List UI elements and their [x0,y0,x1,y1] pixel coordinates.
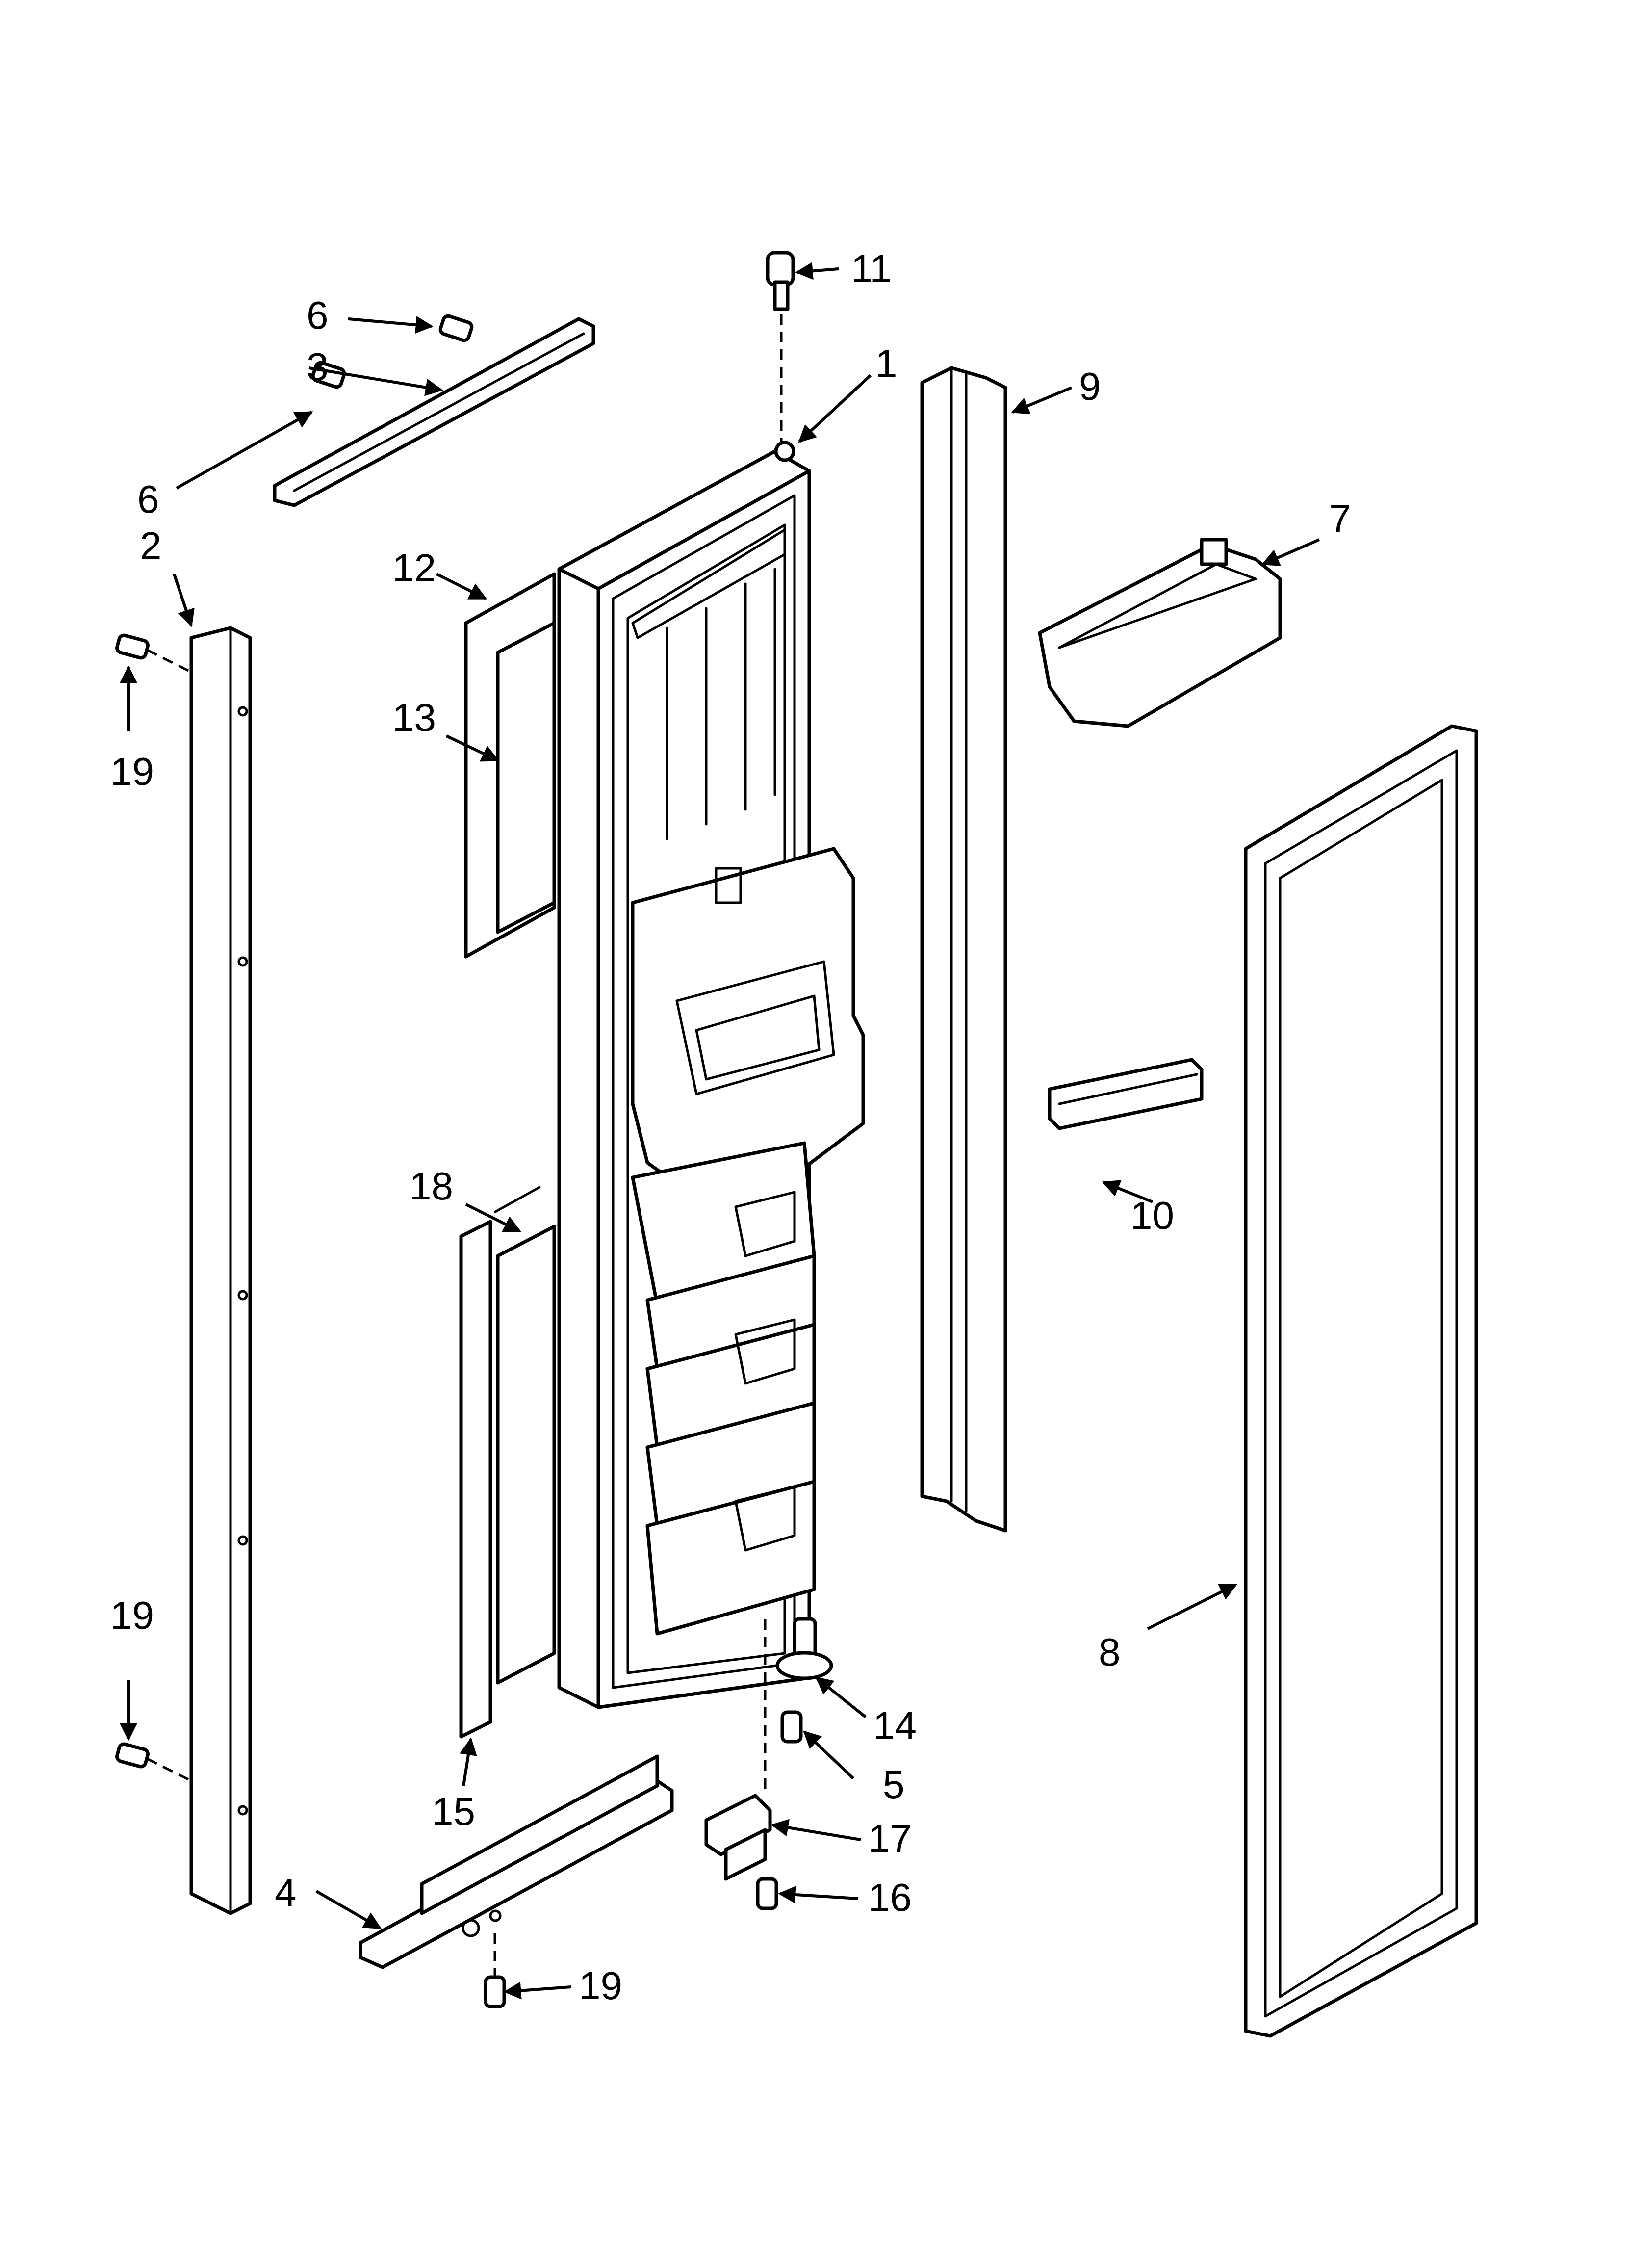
callout-16: 16 [868,1876,912,1919]
screw-part-19-lower-left [115,1742,192,1782]
callout-11: 11 [851,247,892,290]
upper-panel-part-13 [496,621,556,934]
lower-panel-part-18 [494,1186,556,1685]
screw-part-19-bottom [484,1933,506,2008]
callout-15: 15 [432,1790,475,1833]
bottom-trim-bracket [359,1754,674,1969]
screw-part-19-upper-left [115,633,192,674]
hinge-plate-part-17 [704,1794,772,1881]
callout-12: 12 [392,546,436,590]
callout-2: 2 [140,524,162,568]
callout-19-upper-left: 19 [110,750,154,793]
lower-panel-part-15 [459,1220,492,1739]
callout-14: 14 [873,1704,917,1747]
callout-3: 3 [307,345,329,389]
callout-8: 8 [1099,1630,1121,1674]
callout-19-lower-left: 19 [110,1593,154,1637]
screw-part-5 [780,1710,803,1744]
callout-9: 9 [1079,365,1101,408]
door-gasket-part-8 [1244,724,1478,2038]
callout-13: 13 [392,696,436,739]
hinge-pin-part-14 [764,1617,833,1791]
callout-6-lower: 6 [137,477,159,521]
door-liner-assembly [557,441,865,1709]
callout-4: 4 [275,1871,297,1914]
right-hinge-trim-part-9 [920,366,1007,1533]
callout-18: 18 [410,1164,453,1208]
callout-1: 1 [875,341,898,385]
door-bin-part-7 [1038,538,1282,728]
screw-part-6-upper [438,314,474,342]
callout-7: 7 [1329,497,1351,541]
rail-part-10 [1048,1058,1204,1130]
callout-6-upper: 6 [307,293,329,337]
callout-labels: 1 2 3 4 5 6 6 7 8 9 10 11 12 13 14 15 16… [110,247,1351,2007]
callout-10: 10 [1130,1194,1174,1237]
top-trim-bracket [273,317,595,507]
callout-5: 5 [883,1763,905,1806]
left-door-trim [189,626,252,1915]
callout-leaders [120,262,1320,2000]
top-hinge-bushing [766,251,795,442]
callout-17: 17 [868,1817,912,1860]
callout-19-bottom: 19 [579,1964,622,2007]
screw-part-16 [756,1877,778,1910]
